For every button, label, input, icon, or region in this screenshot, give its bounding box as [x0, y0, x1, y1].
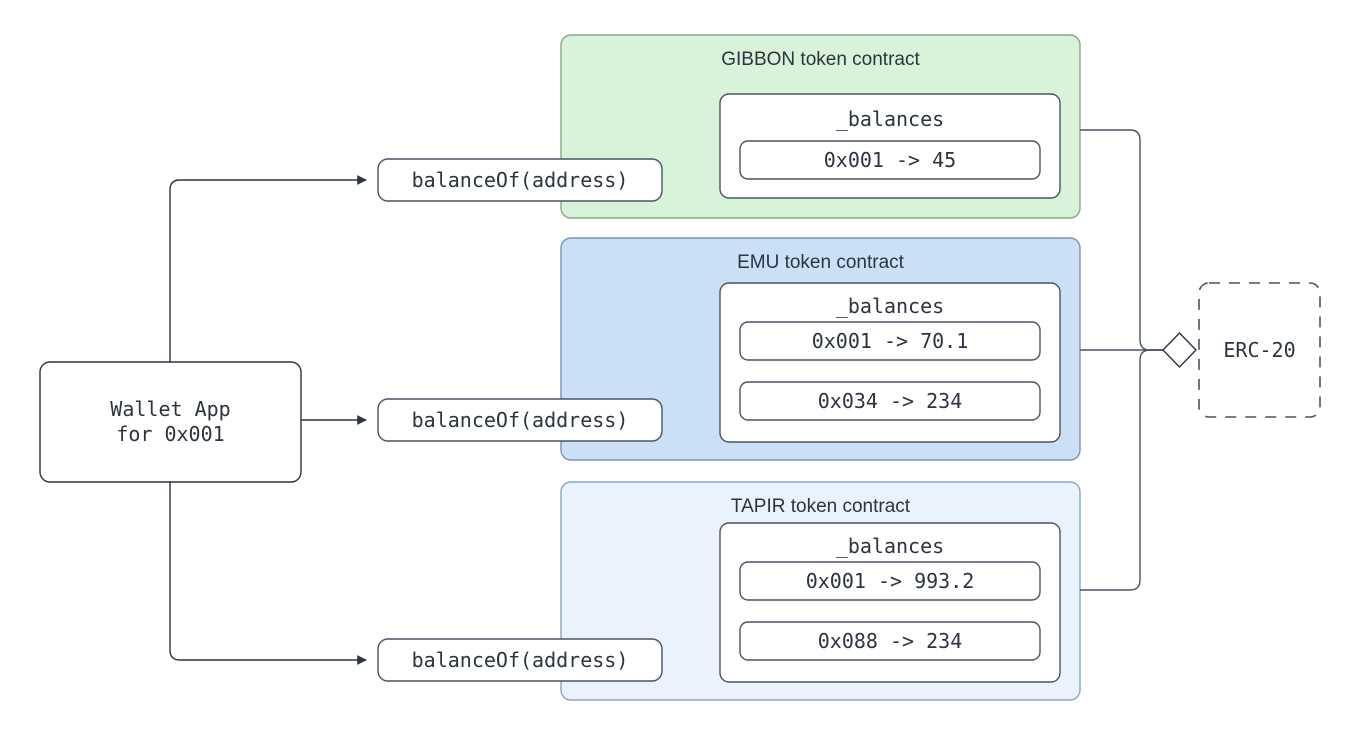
call-box-3[interactable] [377, 638, 663, 682]
call-box-1[interactable] [377, 158, 663, 202]
balances-entry-emu-1 [739, 381, 1041, 421]
aggregation-diamond-icon [1162, 331, 1197, 369]
balances-entry-tapir-1 [739, 621, 1041, 661]
wallet-app-box [39, 361, 302, 483]
connector-gibbon-to-erc20 [1080, 129, 1163, 351]
call-box-2[interactable] [377, 398, 663, 442]
balances-entry-tapir-0 [739, 561, 1041, 601]
erc20-box [1198, 282, 1321, 418]
connector-tapir-to-erc20 [1080, 349, 1163, 591]
balances-entry-gibbon-0 [739, 140, 1041, 180]
balances-entry-emu-0 [739, 321, 1041, 361]
